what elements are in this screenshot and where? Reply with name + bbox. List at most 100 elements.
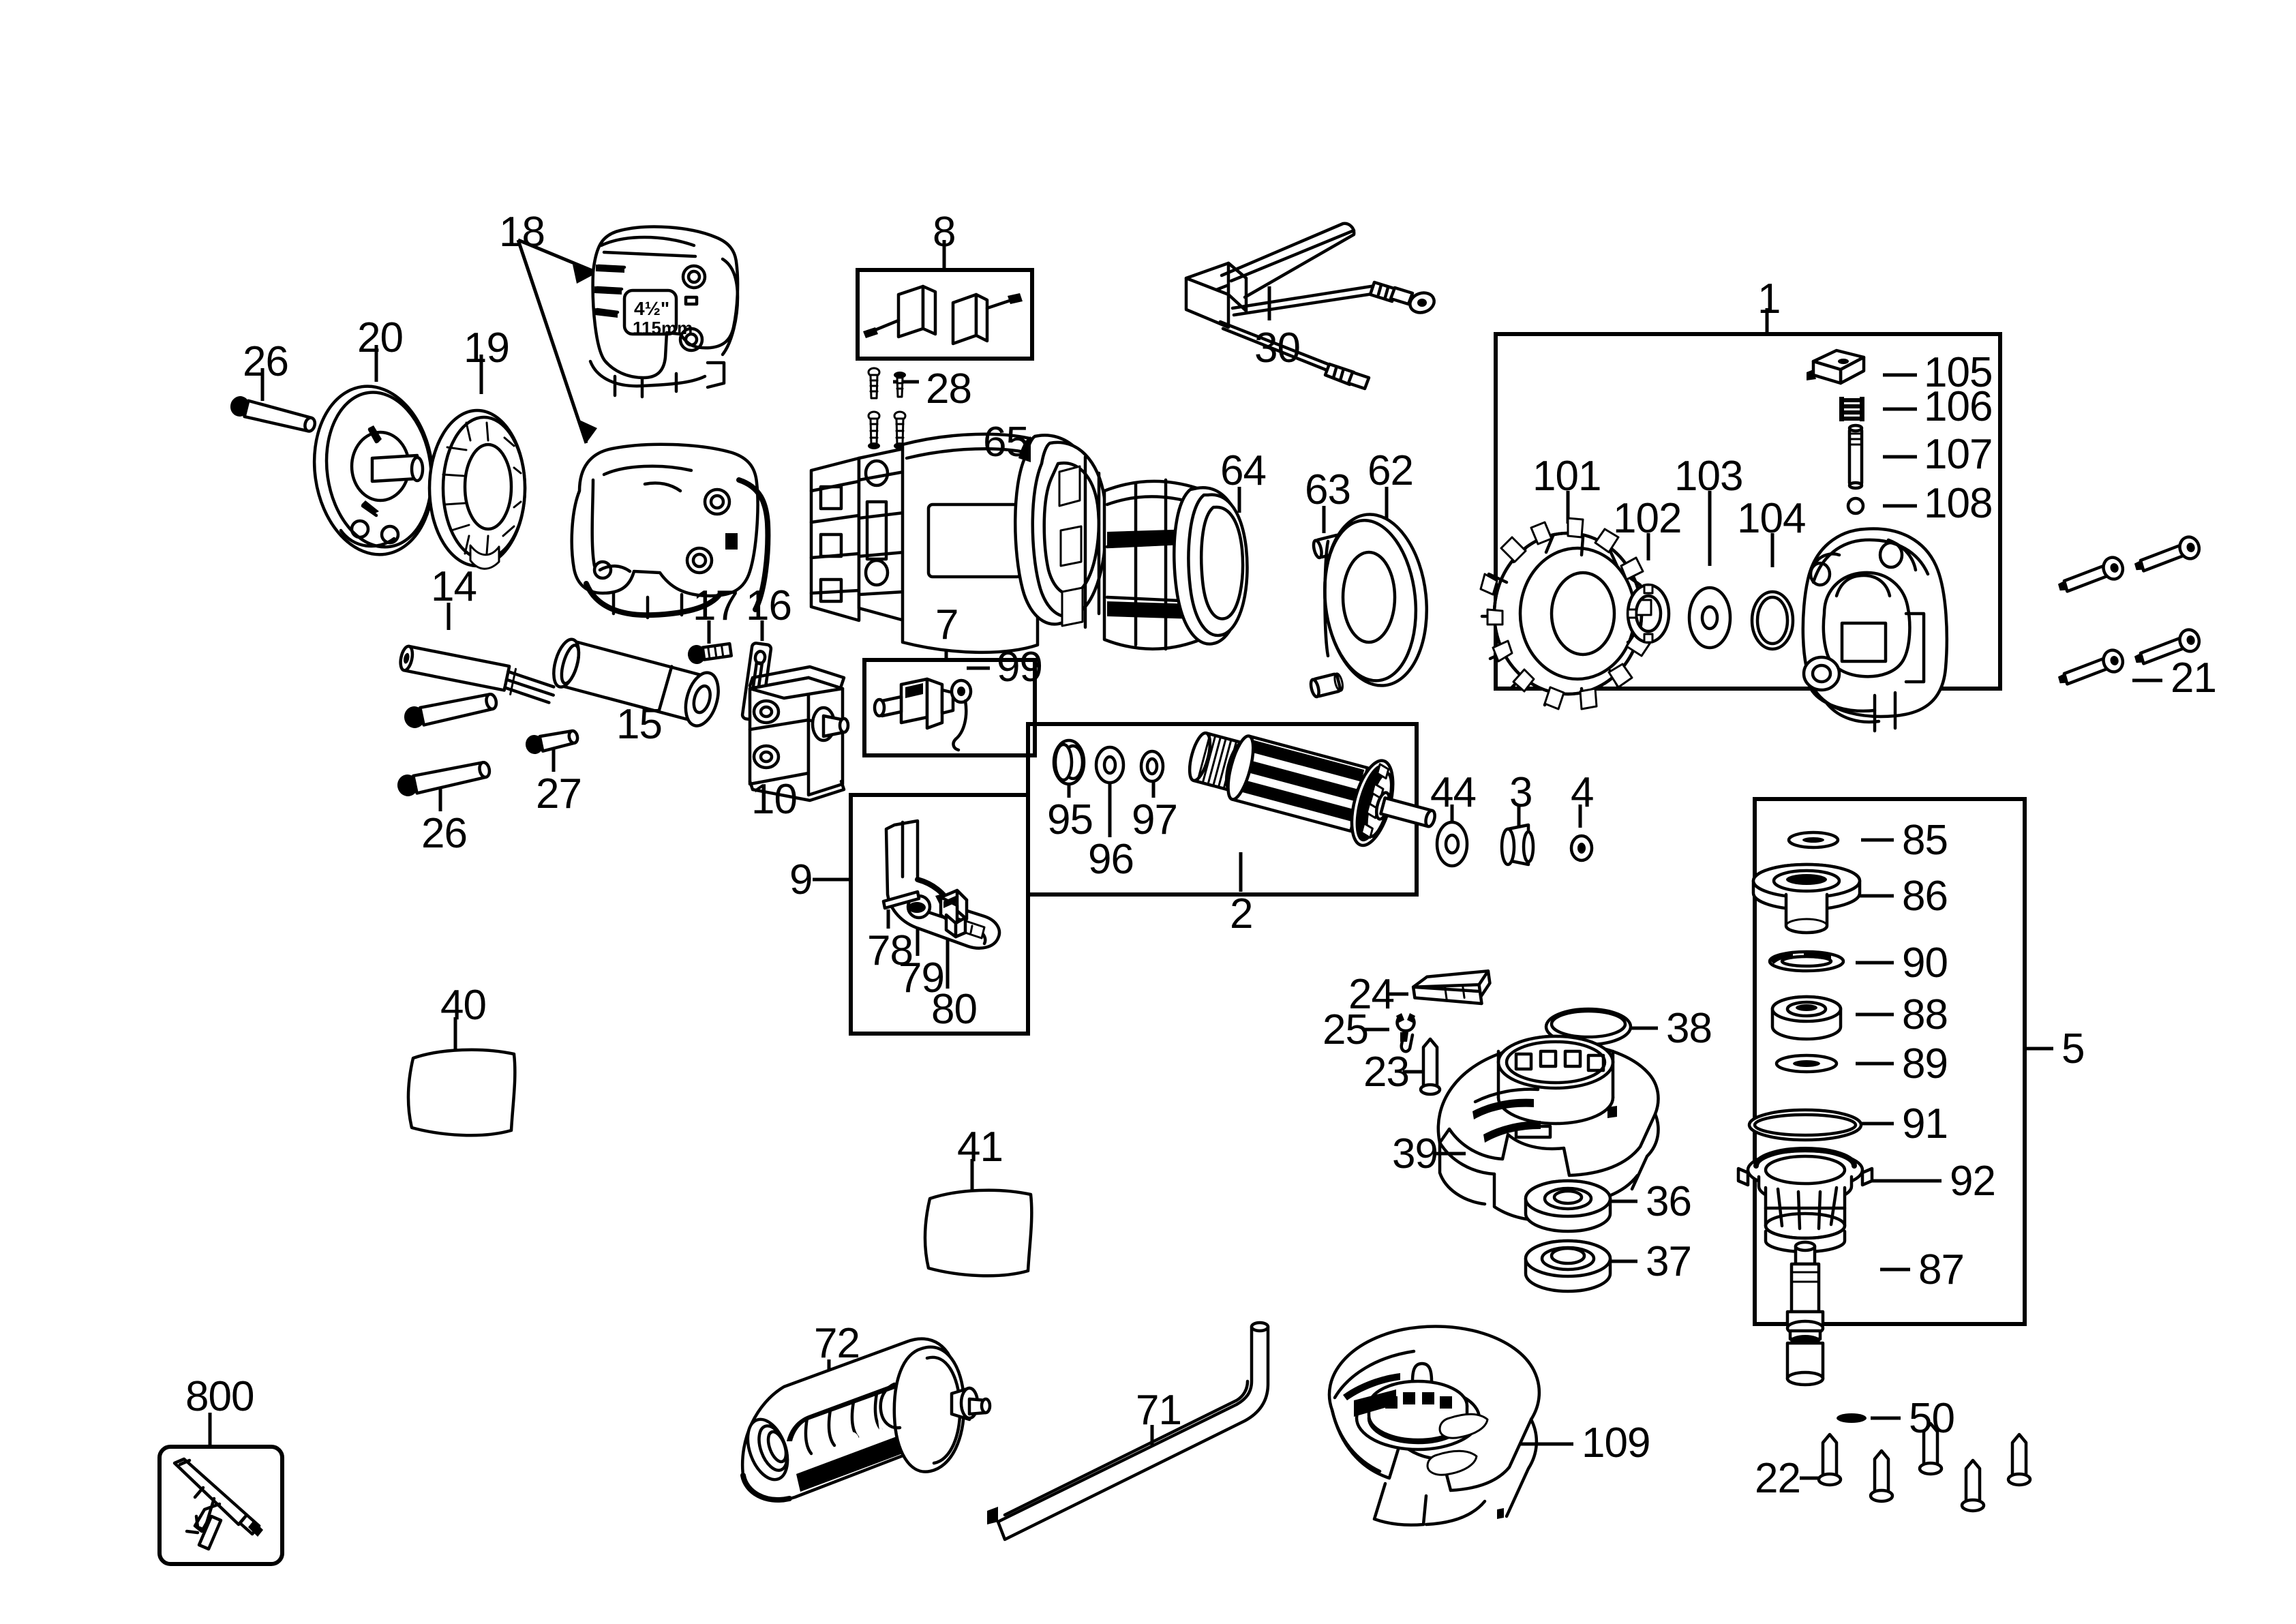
part-14-cable: [399, 644, 556, 704]
callout-50: 50: [1909, 1395, 1955, 1442]
part-18-lower-housing: [570, 442, 771, 620]
callout-36: 36: [1646, 1178, 1692, 1225]
part-41-label: [923, 1188, 1033, 1278]
part-3-cap: [1500, 823, 1535, 867]
group-screws-28: [867, 367, 907, 449]
callout-64: 64: [1220, 447, 1267, 494]
callout-25: 25: [1323, 1006, 1369, 1053]
part-10-switch: [748, 665, 850, 802]
arrowheads-18: [573, 265, 597, 443]
callout-3: 3: [1509, 769, 1532, 816]
callout-7: 7: [935, 601, 958, 648]
callout-37: 37: [1646, 1238, 1692, 1285]
callout-96: 96: [1088, 836, 1134, 883]
part-72-side-handle: D E WALT: [740, 1337, 992, 1503]
callout-28: 28: [926, 365, 972, 412]
group-box-1: [1479, 332, 2002, 733]
callout-41: 41: [957, 1124, 1003, 1171]
group-box-9: [849, 793, 1030, 1036]
callout-18: 18: [499, 209, 545, 256]
part-15-sleeve: [552, 637, 720, 727]
callout-17: 17: [693, 582, 739, 629]
callout-90: 90: [1902, 939, 1948, 987]
group-bolts-26-lower: [397, 692, 498, 796]
callout-87: 87: [1918, 1246, 1965, 1293]
callout-30: 30: [1254, 325, 1301, 372]
callout-26-top: 26: [243, 338, 289, 385]
callout-105: 105: [1924, 349, 1993, 396]
callout-10: 10: [751, 776, 798, 823]
callout-27: 27: [536, 770, 582, 817]
callout-16: 16: [746, 582, 792, 629]
callout-89: 89: [1902, 1040, 1948, 1087]
callout-88: 88: [1902, 991, 1948, 1038]
callout-15: 15: [616, 701, 663, 748]
callout-2: 2: [1230, 890, 1253, 937]
callout-92: 92: [1950, 1158, 1996, 1205]
group-screws-21: [2057, 535, 2201, 686]
callout-5: 5: [2061, 1025, 2085, 1072]
callout-106: 106: [1924, 383, 1993, 430]
callout-86: 86: [1902, 873, 1948, 920]
svg-text:115mm: 115mm: [633, 318, 693, 338]
callout-44: 44: [1430, 769, 1477, 816]
part-18-upper-housing: 4½" 115mm: [588, 225, 740, 399]
part-23-screw: [1419, 1037, 1442, 1096]
part-24-clip: [1411, 969, 1492, 1006]
group-box-5: [1736, 797, 2027, 1387]
part-19: [427, 408, 527, 570]
callout-95: 95: [1047, 796, 1093, 843]
part-4-nut: [1569, 834, 1594, 862]
part-71-wrench: [987, 1321, 1270, 1542]
callout-38: 38: [1666, 1005, 1712, 1052]
callout-78: 78: [867, 927, 913, 974]
callout-101: 101: [1532, 453, 1601, 500]
callout-85: 85: [1902, 817, 1948, 864]
callout-22: 22: [1755, 1455, 1801, 1502]
callout-19: 19: [464, 325, 510, 372]
part-25-clip: [1395, 1013, 1416, 1053]
part-39-guard: [1436, 1034, 1660, 1222]
callout-108: 108: [1924, 480, 1993, 527]
callout-80: 80: [931, 986, 978, 1033]
group-box-800: [157, 1445, 284, 1566]
callout-8: 8: [933, 209, 956, 256]
callout-65: 65: [983, 419, 1029, 466]
callout-800: 800: [185, 1373, 254, 1420]
callout-63: 63: [1305, 466, 1351, 513]
callout-4: 4: [1571, 769, 1594, 816]
part-40-label: [406, 1048, 517, 1137]
callout-104: 104: [1737, 495, 1806, 542]
callout-99: 99: [997, 644, 1043, 691]
part-50-washer: [1837, 1413, 1867, 1423]
callout-40: 40: [440, 982, 487, 1029]
callout-107: 107: [1924, 431, 1993, 478]
callout-71: 71: [1136, 1387, 1182, 1434]
callout-102: 102: [1613, 495, 1682, 542]
group-30-cord: [1184, 222, 1436, 391]
callout-20: 20: [357, 314, 404, 361]
callout-72: 72: [814, 1320, 860, 1367]
part-36-flange: [1524, 1179, 1612, 1233]
group-box-8: [856, 268, 1034, 361]
part-27-bolt: [525, 729, 579, 754]
callout-109: 109: [1582, 1419, 1650, 1467]
callout-91: 91: [1902, 1100, 1948, 1147]
callout-39: 39: [1392, 1130, 1438, 1177]
part-62-endcap: [1323, 513, 1429, 687]
group-box-2: [1026, 722, 1436, 897]
part-37-flange: [1524, 1239, 1612, 1293]
part-65-motor-housing: [809, 432, 1108, 655]
part-20: [312, 385, 435, 556]
callout-9: 9: [789, 856, 813, 903]
svg-text:4½": 4½": [634, 298, 669, 319]
part-26-top: [230, 396, 317, 433]
part-44-washer: [1435, 820, 1469, 868]
callout-26-lower: 26: [421, 810, 468, 857]
callout-23: 23: [1363, 1049, 1410, 1096]
callout-24: 24: [1348, 971, 1395, 1018]
callout-103: 103: [1674, 453, 1743, 500]
part-17-screw: [687, 642, 734, 664]
